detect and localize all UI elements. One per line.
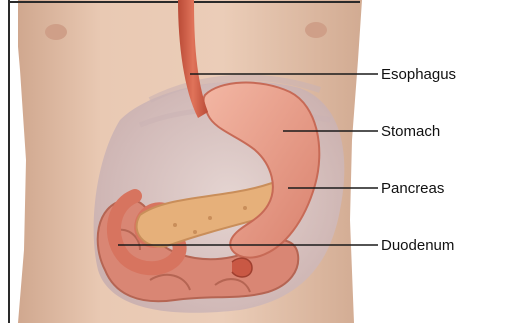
right-nipple <box>305 22 327 38</box>
label-duodenum: Duodenum <box>381 237 454 255</box>
label-stomach: Stomach <box>381 123 440 141</box>
left-nipple <box>45 24 67 40</box>
label-esophagus: Esophagus <box>381 66 456 84</box>
label-pancreas: Pancreas <box>381 180 444 198</box>
